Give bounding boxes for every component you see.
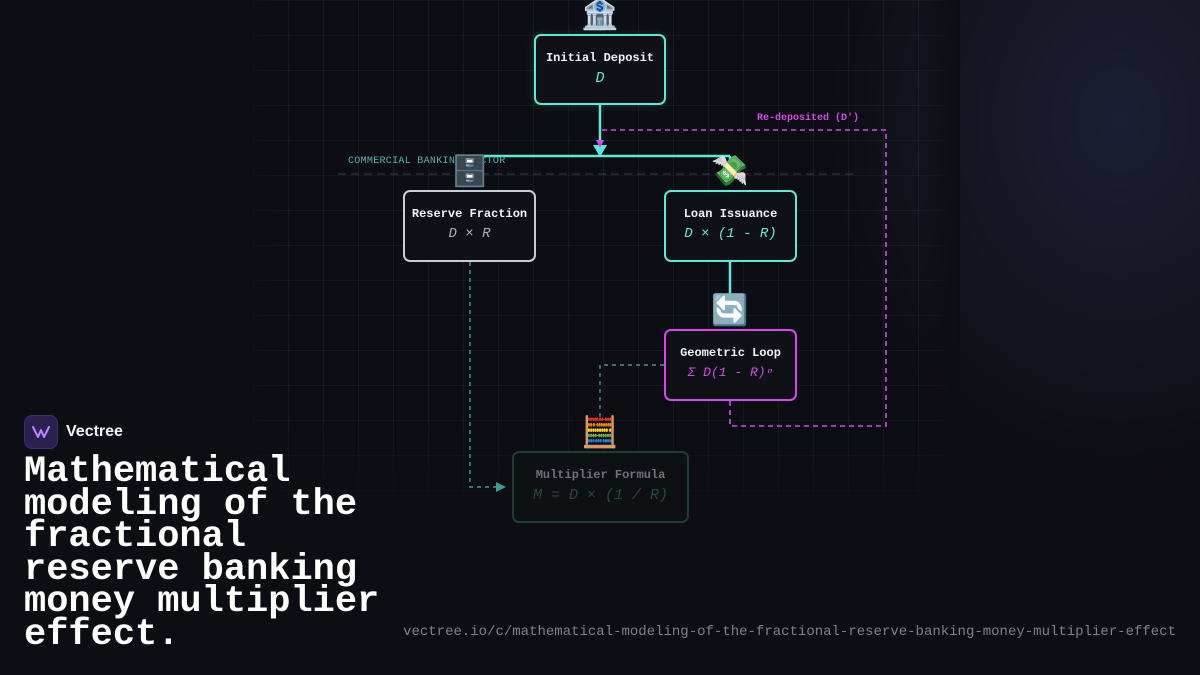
- brand-name: Vectree: [66, 423, 123, 440]
- vectree-logo-icon: [24, 415, 58, 449]
- node-formula: D × R: [448, 226, 491, 242]
- node-title: Multiplier Formula: [535, 468, 666, 482]
- node-title: Initial Deposit: [545, 51, 655, 65]
- file-cabinet-icon: 🗄️: [451, 154, 489, 189]
- money-with-wings-icon: 💸: [711, 154, 749, 189]
- multiplier-formula-node: Multiplier Formula M = D × (1 / R): [512, 451, 689, 523]
- page-title: Mathematical modeling of the fractional …: [24, 451, 380, 656]
- deposit-arrowhead-magenta: [596, 140, 604, 148]
- node-title: Reserve Fraction: [411, 207, 528, 221]
- page-url[interactable]: vectree.io/c/mathematical-modeling-of-th…: [403, 624, 1176, 640]
- node-title: Geometric Loop: [680, 346, 781, 360]
- reserve-to-multiplier-connector: [469, 262, 498, 488]
- redeposit-label: Re-deposited (D'): [757, 113, 860, 124]
- redeposit-loop-connector: [600, 129, 887, 427]
- node-formula: Σ D(1 - R)ⁿ: [687, 365, 774, 380]
- loop-to-multiplier-connector: [599, 364, 664, 418]
- counterclockwise-arrows-icon: 🔄: [711, 293, 749, 328]
- sector-label: COMMERCIAL BANKING SECTOR: [348, 156, 506, 167]
- multiplier-arrowhead: [496, 482, 506, 492]
- bank-icon: 🏦: [581, 0, 619, 32]
- loan-issuance-node: Loan Issuance D × (1 - R): [664, 190, 797, 262]
- brand: Vectree: [24, 415, 123, 449]
- geometric-loop-node: Geometric Loop Σ D(1 - R)ⁿ: [664, 329, 797, 401]
- reserve-fraction-node: Reserve Fraction D × R: [403, 190, 536, 262]
- node-title: Loan Issuance: [683, 207, 778, 221]
- node-formula: M = D × (1 / R): [532, 487, 669, 504]
- abacus-icon: 🧮: [581, 415, 619, 450]
- node-formula: D × (1 - R): [684, 226, 777, 242]
- node-formula: D: [595, 70, 605, 87]
- deposit-arrowhead: [593, 145, 607, 157]
- initial-deposit-node: Initial Deposit D: [534, 34, 666, 105]
